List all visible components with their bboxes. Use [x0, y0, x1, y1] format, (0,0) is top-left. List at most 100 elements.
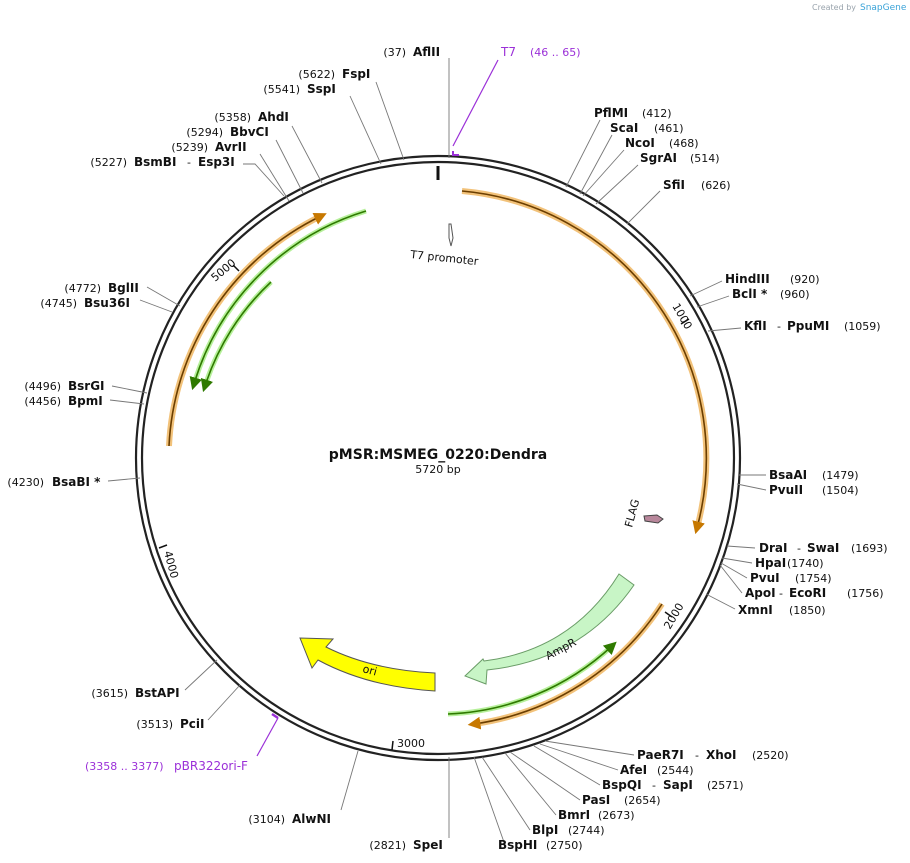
leader-xmni — [705, 593, 736, 610]
site-blpi[interactable]: BlpI (2744) — [532, 823, 605, 837]
site-paer7i-xhoi[interactable]: PaeR7I - XhoI (2520) — [637, 748, 789, 762]
site-name: PciI — [180, 717, 205, 731]
site-name-2: PpuMI — [787, 319, 829, 333]
site-bspqi-sapi[interactable]: BspQI - SapI (2571) — [602, 778, 744, 792]
site-pos: (5358) — [214, 111, 251, 124]
primer-range: (46 .. 65) — [530, 46, 581, 59]
site-pos: (2654) — [624, 794, 661, 807]
site-pos: (5622) — [298, 68, 335, 81]
site-name: AvrII — [215, 140, 247, 154]
site-apoi-ecori[interactable]: ApoI - EcoRI (1756) — [745, 586, 884, 600]
plasmid-name: pMSR:MSMEG_0220:Dendra — [329, 447, 547, 463]
site-pvui[interactable]: PvuI (1754) — [750, 571, 832, 585]
site-pos: (5541) — [263, 83, 300, 96]
feature-label-ori: ori — [361, 662, 378, 678]
site-name: BmrI — [558, 808, 590, 822]
leader-pcii — [207, 684, 241, 721]
site-ncoi[interactable]: NcoI (468) — [625, 136, 699, 150]
site-bsphi[interactable]: BspHI (2750) — [498, 838, 583, 852]
site-bsaai[interactable]: BsaAI (1479) — [769, 468, 859, 482]
primer-name: pBR322ori-F — [174, 759, 248, 773]
site-pos: (1756) — [847, 587, 884, 600]
orf-bottom-orange-arrow[interactable] — [467, 603, 663, 730]
site-pvuii[interactable]: PvuII (1504) — [769, 483, 859, 497]
leader-bcli — [696, 295, 730, 308]
site-hpai[interactable]: HpaI (1740) — [755, 556, 824, 570]
primer-t7[interactable]: T7 (46 .. 65) — [452, 45, 581, 156]
leader-bmri — [504, 752, 557, 816]
site-fspi[interactable]: (5622) FspI — [298, 67, 370, 81]
site-alwni[interactable]: (3104) AlwNI — [248, 812, 331, 826]
tick-mark — [158, 544, 168, 549]
site-bsu36i[interactable]: (4745) Bsu36I — [40, 296, 130, 310]
site-bsabi[interactable]: (4230) BsaBI * — [7, 475, 101, 489]
leader-fspi — [375, 81, 405, 161]
site-bpmi[interactable]: (4456) BpmI — [24, 394, 102, 408]
leader-bspqi — [533, 745, 601, 786]
leader-hindiii — [689, 280, 723, 297]
feature-label-t7-promoter: T7 promoter — [409, 248, 480, 268]
site-xmni[interactable]: XmnI (1850) — [738, 603, 826, 617]
tick-mark — [664, 611, 673, 618]
orf-green-outer-arrow[interactable] — [189, 210, 367, 391]
site-bsmbi-esp3i[interactable]: (5227) BsmBI - Esp3I — [90, 155, 234, 169]
site-sep: - — [695, 749, 699, 762]
site-afei[interactable]: AfeI (2544) — [620, 763, 694, 777]
site-name: AflII — [413, 45, 440, 59]
feature-flag[interactable]: FLAG — [622, 498, 664, 529]
site-avrii[interactable]: (5239) AvrII — [171, 140, 246, 154]
site-hindiii[interactable]: HindIII (920) — [725, 272, 820, 286]
site-ahdi[interactable]: (5358) AhdI — [214, 110, 288, 124]
feature-label-flag: FLAG — [622, 498, 642, 529]
site-pos: (626) — [701, 179, 731, 192]
flag-arrow — [643, 514, 664, 524]
tick-mark — [680, 318, 690, 325]
site-name: BstAPI — [135, 686, 180, 700]
feature-ori[interactable]: ori — [299, 637, 436, 692]
site-scai[interactable]: ScaI (461) — [610, 121, 684, 135]
site-sfii[interactable]: SfiI (626) — [663, 178, 731, 192]
tick-label: 4000 — [161, 549, 181, 579]
orf-green-inner-arrow[interactable] — [200, 281, 272, 393]
leader-pvuii — [736, 483, 767, 491]
site-bstapi[interactable]: (3615) BstAPI — [91, 686, 179, 700]
leader-pflmi — [565, 119, 601, 188]
orf-left-arrow[interactable] — [168, 213, 327, 447]
site-name: DraI — [759, 541, 787, 555]
site-pasi[interactable]: PasI (2654) — [582, 793, 661, 807]
site-name: ApoI — [745, 586, 776, 600]
site-name: HpaI — [755, 556, 786, 570]
site-bmri[interactable]: BmrI (2673) — [558, 808, 635, 822]
site-pos: (514) — [690, 152, 720, 165]
site-bbvci[interactable]: (5294) BbvCI — [186, 125, 268, 139]
site-sep: - — [652, 779, 656, 792]
feature-t7-promoter[interactable]: T7 promoter — [409, 223, 480, 268]
backbone-outer-strand — [134, 154, 742, 762]
site-pos: (2673) — [598, 809, 635, 822]
site-sgrai[interactable]: SgrAI (514) — [640, 151, 720, 165]
leader-bsphi — [473, 756, 506, 846]
site-pflmi[interactable]: PflMI (412) — [594, 106, 672, 120]
site-drai-swai[interactable]: DraI - SwaI (1693) — [759, 541, 888, 555]
site-name-2: XhoI — [706, 748, 737, 762]
site-bcli[interactable]: BclI * (960) — [732, 287, 810, 301]
leader-bbvci — [275, 139, 304, 194]
leader-sspi — [349, 95, 382, 165]
site-kfli-ppumi[interactable]: KflI - PpuMI (1059) — [744, 319, 881, 333]
credit-prefix: Created by — [812, 3, 856, 12]
site-sep: - — [797, 542, 801, 555]
site-pcii[interactable]: (3513) PciI — [136, 717, 204, 731]
primer-pbr322ori-f[interactable]: (3358 .. 3377) pBR322ori-F — [85, 712, 279, 773]
site-spei[interactable]: (2821) SpeI — [369, 838, 442, 852]
orf-right-arrow[interactable] — [461, 190, 708, 535]
orf-bottom-green-arrow[interactable] — [447, 641, 617, 715]
site-aflii[interactable]: (37) AflII — [383, 45, 440, 59]
orf-right-highlight — [461, 188, 710, 529]
tick-mark — [391, 740, 394, 751]
site-bglii[interactable]: (4772) BglII — [64, 281, 138, 295]
site-name: PvuII — [769, 483, 803, 497]
site-bsrgi[interactable]: (4496) BsrGI — [24, 379, 104, 393]
site-sspi[interactable]: (5541) SspI — [263, 82, 335, 96]
ori-arrow — [299, 637, 436, 692]
site-name: AhdI — [258, 110, 289, 124]
